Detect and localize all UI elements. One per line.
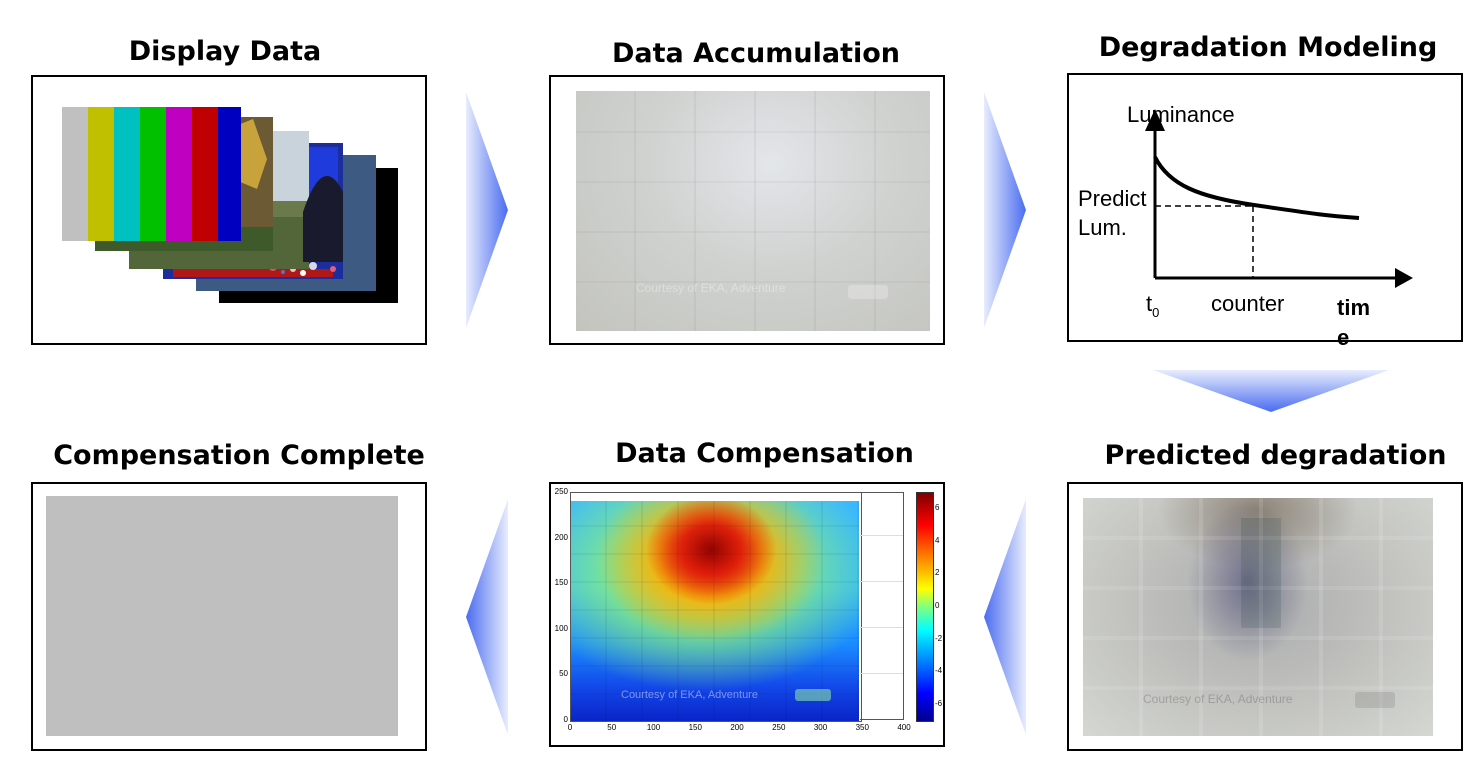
compensation-complete-panel — [31, 482, 427, 751]
arrow-accumulation-to-modeling — [984, 92, 1026, 328]
time-label-line1: tim — [1337, 295, 1370, 320]
colorbar-tick-label: 0 — [935, 601, 940, 610]
y-tick-label: 0 — [563, 715, 568, 724]
stacked-video-frames — [62, 107, 398, 303]
t0-label: t0 — [1146, 291, 1159, 320]
display-data-panel — [31, 75, 427, 345]
y-tick-label: 150 — [554, 578, 568, 588]
predicted-degradation-panel: Courtesy of EKA, Adventure — [1067, 482, 1463, 751]
predicted-degradation-title: Predicted degradation — [1104, 440, 1447, 471]
lum-label: Lum. — [1078, 215, 1127, 240]
colorbar-tick-label: -2 — [935, 633, 943, 643]
x-tick-label: 200 — [730, 723, 744, 732]
colorbar-tick-label: -6 — [935, 698, 943, 708]
heatmap-image — [571, 501, 861, 721]
luminance-label: Luminance — [1127, 102, 1235, 127]
colorbar-tick-label: 2 — [935, 568, 940, 578]
colorbar — [916, 492, 934, 722]
compensation-complete-title: Compensation Complete — [53, 440, 425, 471]
y-axis-arrowhead — [1145, 109, 1165, 131]
data-accumulation-panel: Courtesy of EKA, Adventure — [549, 75, 945, 345]
watermark: Courtesy of EKA, Adventure — [636, 281, 786, 295]
arrow-predicted-to-compensation — [984, 499, 1026, 735]
arrow-display-to-accumulation — [466, 92, 508, 328]
degradation-modeling-panel: Luminance Predict Lum. t0 counter tim e — [1067, 73, 1463, 350]
predicted-logo-mark — [1355, 692, 1395, 708]
degradation-modeling-title: Degradation Modeling — [1098, 32, 1438, 63]
x-tick-label: 150 — [688, 723, 702, 732]
counter-label: counter — [1211, 291, 1284, 316]
predict-label: Predict — [1078, 186, 1146, 211]
colorbar-tick-label: 6 — [935, 503, 940, 513]
y-tick-label: 100 — [554, 623, 568, 633]
uniform-gray-output — [46, 496, 398, 736]
heatmap-plot-area: Courtesy of EKA, Adventure — [570, 492, 862, 722]
x-axis-arrowhead — [1395, 268, 1413, 288]
x-tick-label: 50 — [607, 723, 617, 732]
colorbar-tick-label: -4 — [935, 666, 943, 676]
x-tick-label: 350 — [855, 723, 869, 732]
y-tick-label: 50 — [559, 669, 568, 679]
data-compensation-title: Data Compensation — [615, 438, 914, 469]
arrow-modeling-to-predicted — [1153, 370, 1389, 412]
degradation-curve-chart: Luminance Predict Lum. t0 counter tim e — [1078, 102, 1413, 350]
accumulated-image: Courtesy of EKA, Adventure — [576, 91, 930, 331]
display-data-title: Display Data — [128, 36, 322, 67]
heatmap-watermark: Courtesy of EKA, Adventure — [621, 689, 758, 701]
y-tick-label: 250 — [554, 487, 568, 496]
heatmap-logo-mark — [795, 689, 831, 701]
x-tick-label: 0 — [567, 723, 573, 732]
colorbar-tick-label: 4 — [935, 535, 940, 545]
y-tick-label: 200 — [554, 532, 568, 542]
predicted-watermark: Courtesy of EKA, Adventure — [1143, 692, 1293, 706]
data-accumulation-title: Data Accumulation — [611, 38, 901, 69]
degradation-curve — [1153, 156, 1360, 220]
x-tick-label: 400 — [897, 723, 911, 732]
logo-mark — [848, 285, 888, 299]
color-bars-frame — [62, 107, 241, 241]
predicted-degradation-image: Courtesy of EKA, Adventure — [1083, 498, 1433, 736]
time-label-line2: e — [1337, 325, 1349, 350]
x-tick-label: 250 — [772, 723, 786, 732]
x-tick-label: 300 — [813, 723, 828, 732]
arrow-compensation-to-complete — [466, 499, 508, 735]
x-tick-label: 100 — [646, 723, 661, 732]
